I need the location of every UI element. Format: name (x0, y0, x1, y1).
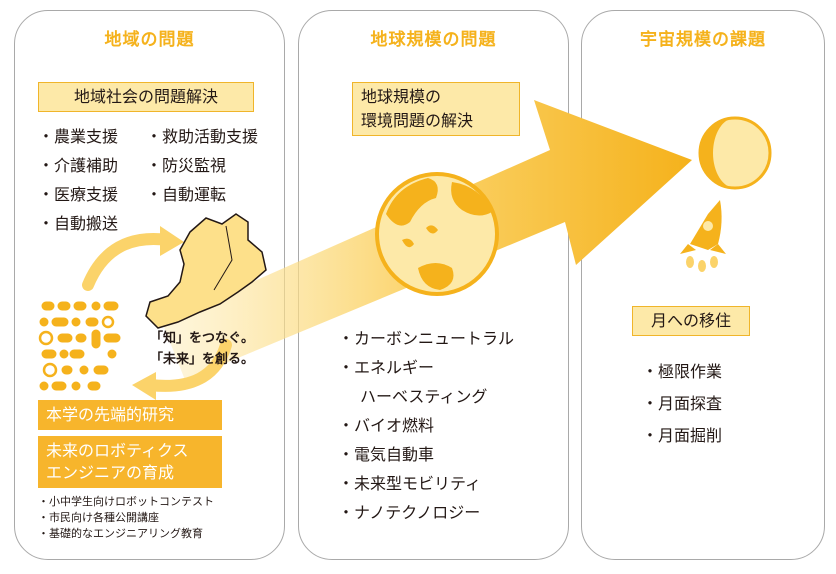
tagline-line-2: 「未来」を創る。 (150, 352, 255, 367)
list-item: ・電気自動車 (338, 445, 435, 464)
cycle-arrow-icon (82, 226, 232, 400)
future-line-2: エンジニアの育成 (46, 463, 175, 482)
space-list: ・極限作業 ・月面探査 ・月面掘削 (642, 356, 722, 452)
list-item: ・小中学生向けロボットコンテスト (38, 495, 214, 508)
list-item: ・未来型モビリティ (338, 474, 482, 493)
list-item: ・バイオ燃料 (338, 416, 435, 435)
subtitle-global: 地球規模の 環境問題の解決 (352, 82, 520, 136)
research-box: 本学の先端的研究 (38, 400, 222, 430)
list-item: ハーベスティング (360, 387, 488, 406)
panel-space: 宇宙規模の課題 (581, 10, 825, 560)
list-item: ・ナノテクノロジー (338, 503, 481, 522)
list-item: ・基礎的なエンジニアリング教育 (38, 527, 203, 540)
globe-icon (375, 172, 499, 296)
regional-list-left: ・農業支援 ・介護補助 ・医療支援 ・自動搬送 (38, 122, 118, 238)
list-item: ・カーボンニュートラル (338, 329, 515, 348)
panel-title-global: 地球規模の問題 (370, 30, 497, 50)
list-item: ・市民向け各種公開講座 (38, 511, 159, 524)
list-item: ・救助活動支援 (146, 127, 259, 146)
circuit-icon (38, 301, 121, 391)
list-item: ・エネルギー (338, 358, 435, 377)
tagline-line-1: 「知」をつなぐ。 (150, 331, 255, 346)
future-engineer-box: 未来のロボティクス エンジニアの育成 (38, 436, 222, 488)
subtitle-global-line-1: 地球規模の (361, 87, 442, 106)
global-list: ・カーボンニュートラル ・エネルギー ハーベスティング ・バイオ燃料 ・電気自動… (338, 324, 514, 527)
list-item: ・介護補助 (38, 156, 119, 175)
list-item: ・農業支援 (38, 127, 119, 146)
list-item: ・自動搬送 (38, 214, 119, 233)
subtitle-regional: 地域社会の問題解決 (38, 82, 254, 112)
list-item: ・医療支援 (38, 185, 119, 204)
list-item: ・自動運転 (146, 185, 227, 204)
list-item: ・防災監視 (146, 156, 227, 175)
tagline: 「知」をつなぐ。 「未来」を創る。 (150, 328, 254, 370)
regional-list-right: ・救助活動支援 ・防災監視 ・自動運転 (146, 122, 258, 209)
future-line-1: 未来のロボティクス (46, 441, 189, 460)
map-icon (145, 213, 267, 329)
panel-title-regional: 地域の問題 (104, 30, 195, 50)
panel-title-space: 宇宙規模の課題 (640, 30, 766, 50)
list-item: ・月面探査 (642, 394, 723, 413)
subtitle-global-line-2: 環境問題の解決 (361, 111, 474, 130)
list-item: ・月面掘削 (642, 426, 723, 445)
list-item: ・極限作業 (642, 362, 723, 381)
subtitle-space: 月への移住 (632, 306, 750, 336)
regional-small-list: ・小中学生向けロボットコンテスト ・市民向け各種公開講座 ・基礎的なエンジニアリ… (38, 494, 214, 542)
rocket-icon (680, 200, 726, 272)
moon-icon (698, 116, 772, 190)
